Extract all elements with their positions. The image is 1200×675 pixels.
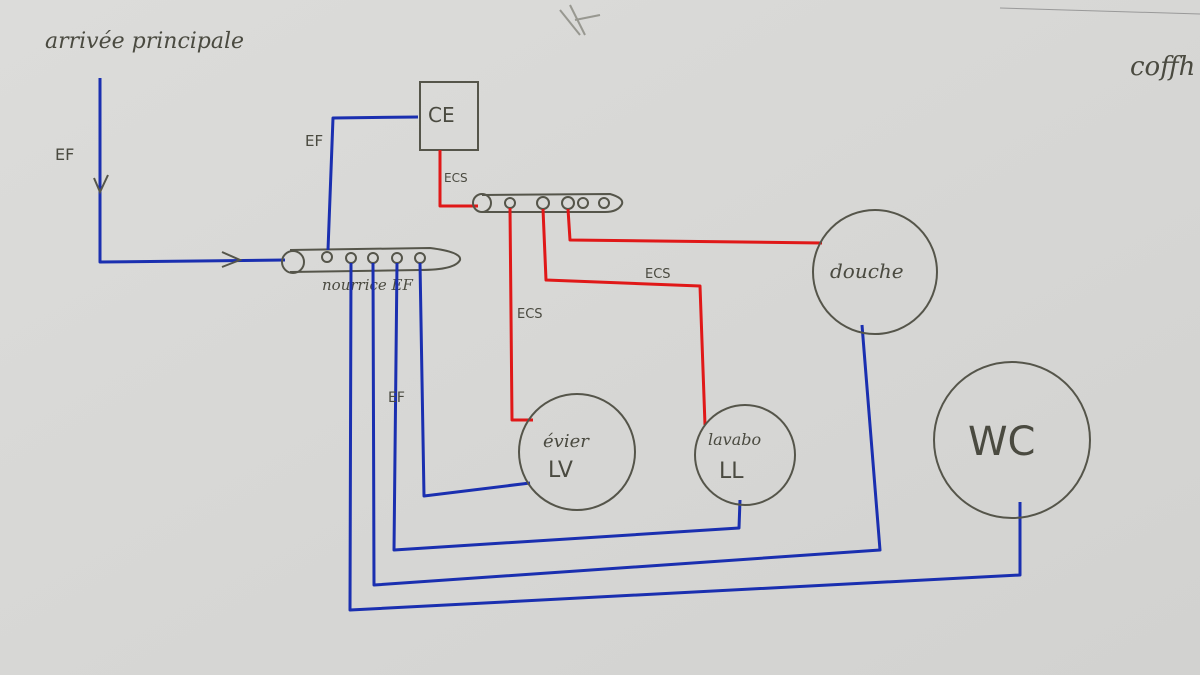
ef-lavabo-pipe (392, 262, 742, 552)
hot-manifold (472, 192, 624, 213)
paper-line (999, 7, 1200, 15)
fixture-name: évier (543, 431, 590, 452)
flow-arrow-down-icon (93, 174, 109, 195)
ef-evier-pipe (418, 262, 531, 498)
flow-arrow-right-icon (221, 251, 243, 268)
ef-heater-label: EF (305, 132, 323, 150)
water-heater-box (419, 81, 479, 151)
fixture-evier: évier LV (518, 393, 636, 511)
ef-douche-pipe (371, 262, 882, 587)
ef-wc-pipe (348, 262, 1022, 612)
fixture-name: douche (830, 259, 904, 283)
fixture-douche: douche (812, 209, 938, 335)
ecs-evier-label: ECS (517, 307, 543, 322)
fixture-code: WC (968, 419, 1035, 465)
water-heater-label: CE (428, 103, 455, 127)
ef-branch-label: EF (388, 390, 405, 406)
ecs-evier-pipe (508, 207, 533, 422)
ef-inlet-label: EF (55, 145, 74, 164)
manifold-label: nourrice EF (322, 276, 413, 294)
fixture-wc: WC (933, 361, 1091, 519)
main-inlet-label: arrivée principale (45, 29, 244, 54)
ecs-heater-pipe (438, 150, 478, 208)
scribble (559, 4, 601, 36)
fixture-code: LL (719, 459, 744, 484)
ecs-lavabo-pipe (541, 208, 707, 426)
ecs-douche-pipe (566, 208, 823, 245)
fixture-lavabo: lavabo LL (694, 404, 796, 506)
ecs-lavabo-label: ECS (645, 267, 671, 282)
fixture-code: LV (548, 458, 573, 483)
ef-heater-pipe (326, 115, 419, 251)
main-inlet-pipe (98, 78, 286, 264)
fixture-name: lavabo (708, 430, 761, 449)
corner-note: coffh (1130, 52, 1195, 82)
ecs-heater-label: ECS (444, 171, 468, 185)
